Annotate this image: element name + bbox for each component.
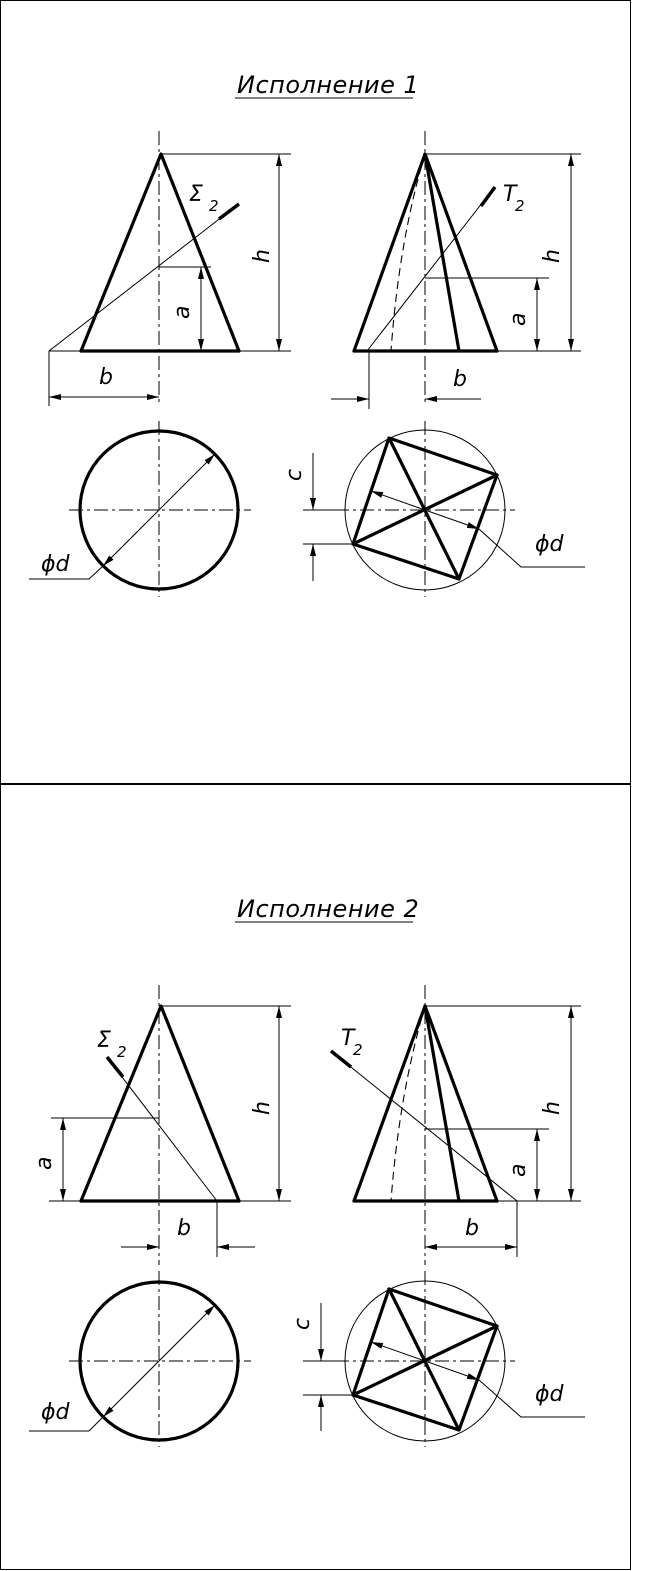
a-label: a (170, 306, 195, 319)
plane-t-trace (366, 188, 494, 352)
h-label: h (250, 1101, 275, 1115)
plane-sigma-sub: 2 (209, 197, 219, 215)
h-label: h (540, 249, 565, 263)
d-label: ϕd (41, 1400, 71, 1425)
plane-t-end (329, 1049, 353, 1069)
plane-t-label: T (341, 1026, 356, 1051)
cone-base-circle (78, 1280, 240, 1442)
plane-t-sub: 2 (353, 1041, 363, 1059)
plane-sigma-label: Σ (189, 182, 203, 207)
pyramid-top-view: ϕd c (282, 421, 585, 597)
diameter-leader (478, 1379, 585, 1418)
diameter-leader (29, 1416, 104, 1432)
h-label: h (250, 249, 275, 263)
pyramid-edge-visible (423, 152, 461, 353)
panel-execution-1: Исполнение 1 h Σ 2 a b (0, 0, 631, 784)
cone-front-view: h Σ 2 a b (48, 131, 291, 406)
cone-base-circle (78, 429, 240, 591)
plane-t-end (479, 185, 497, 208)
c-label: c (282, 469, 307, 481)
panel-title: Исполнение 2 (237, 895, 419, 923)
plane-sigma-end (105, 1055, 125, 1079)
pyramid-top-view: ϕd c (290, 1271, 585, 1447)
diameter-dimension (370, 490, 480, 530)
diameter-leader (478, 528, 585, 568)
plane-t-label: T (503, 182, 518, 207)
plane-sigma-sub: 2 (117, 1043, 127, 1061)
d-label: ϕd (535, 1382, 565, 1407)
a-label: a (32, 1157, 57, 1170)
diameter-leader (29, 565, 104, 580)
pyramid-edge-hidden (390, 1005, 426, 1202)
circumscribed-circle (344, 1280, 506, 1442)
d-label: ϕd (41, 552, 71, 577)
plane-sigma-label: Σ (97, 1028, 111, 1053)
a-label: a (506, 1164, 531, 1177)
b-label: b (177, 1216, 191, 1241)
panel-execution-2: Исполнение 2 h Σ 2 a b (0, 784, 631, 1570)
b-label: b (99, 365, 113, 390)
cone-front-view: h Σ 2 a b (32, 985, 291, 1265)
diameter-dimension (102, 453, 216, 567)
plane-sigma-end (217, 202, 241, 221)
drawing-execution-1: Исполнение 1 h Σ 2 a b (29, 71, 585, 597)
plane-sigma-trace (48, 205, 237, 352)
cone-top-view: ϕd (29, 421, 251, 597)
d-label: ϕd (535, 532, 565, 557)
diameter-dimension (102, 1304, 216, 1418)
cone-top-view: ϕd (29, 1271, 251, 1447)
pyramid-edge-hidden (390, 153, 426, 352)
h-label: h (540, 1101, 565, 1115)
circumscribed-circle (344, 429, 506, 591)
plane-t-sub: 2 (515, 197, 525, 215)
diameter-dimension (370, 1341, 480, 1381)
pyramid-front-view: h T 2 a b (329, 985, 581, 1265)
plane-t-trace (330, 1050, 518, 1202)
b-label: b (453, 367, 467, 392)
plane-sigma-trace (108, 1059, 218, 1202)
drawing-execution-2: Исполнение 2 h Σ 2 a b (29, 895, 585, 1447)
c-label: c (290, 1318, 315, 1330)
cone-outline (79, 152, 241, 353)
pyramid-edge-visible (423, 1004, 461, 1203)
b-label: b (465, 1216, 479, 1241)
panel-title: Исполнение 1 (237, 71, 419, 99)
a-label: a (506, 313, 531, 326)
pyramid-front-view: h T 2 a b (331, 131, 581, 409)
